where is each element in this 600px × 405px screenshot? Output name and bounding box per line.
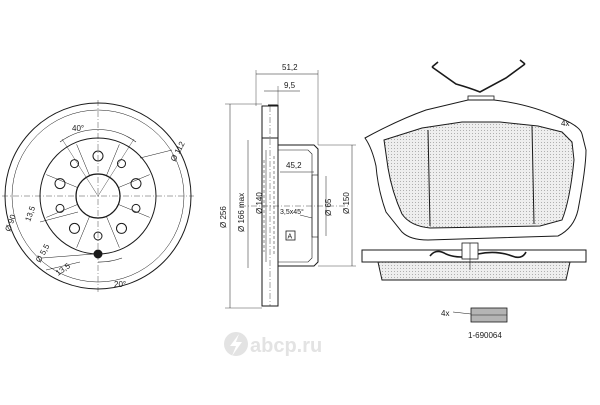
chamfer-label: 3,5x45° bbox=[280, 208, 304, 216]
width-total-label: 51,2 bbox=[282, 63, 298, 72]
bolt-hole bbox=[70, 159, 79, 169]
accessory bbox=[452, 307, 508, 323]
offset-label: 9,5 bbox=[284, 81, 296, 90]
bolt-hole bbox=[131, 203, 141, 213]
accessory-part-label: 1-690064 bbox=[468, 331, 502, 340]
bolt-hole bbox=[92, 150, 104, 162]
small-hole-leader bbox=[41, 253, 95, 259]
bolt-hole bbox=[93, 231, 103, 241]
radial-line bbox=[46, 174, 78, 188]
pad-quantity-label: 4x bbox=[561, 119, 569, 128]
diameter-max-label: Ø 166 max bbox=[237, 193, 246, 232]
diameter-outer-label: Ø 256 bbox=[219, 206, 228, 228]
bolt-hole bbox=[130, 178, 142, 190]
radial-line bbox=[118, 174, 150, 188]
friction-material bbox=[383, 121, 575, 229]
angle-bottom-label: 20° bbox=[114, 280, 126, 289]
angle-leg-left bbox=[61, 138, 99, 197]
radial-line bbox=[106, 216, 120, 248]
diameter-65-label: Ø 65 bbox=[324, 198, 333, 216]
bolt-hole bbox=[69, 222, 80, 234]
watermark-text: abcp.ru bbox=[250, 335, 322, 357]
small-hole bbox=[93, 249, 103, 259]
radial-line bbox=[106, 144, 120, 176]
radial-line bbox=[76, 144, 90, 176]
bore-leader bbox=[39, 211, 79, 223]
spring-clip-end-right bbox=[519, 59, 526, 65]
spring-clip bbox=[431, 63, 526, 93]
watermark: abcp.ru bbox=[224, 332, 322, 357]
bolt-hole bbox=[116, 222, 127, 234]
disc-side-labels: 51,2 9,5 Ø 256 Ø 166 max Ø 140 45,2 Ø 15… bbox=[219, 63, 351, 241]
bolt-hole bbox=[117, 159, 126, 169]
angle-arc-bottom bbox=[97, 257, 123, 263]
datum-box bbox=[285, 230, 296, 241]
radial-line bbox=[76, 216, 90, 248]
chamfer-leader bbox=[299, 214, 313, 219]
hat-depth-label: 45,2 bbox=[286, 161, 302, 170]
accessory-qty-label: 4x bbox=[441, 309, 449, 318]
accessory-leader bbox=[452, 311, 472, 315]
bore-label: Ø 90 bbox=[3, 213, 18, 233]
brake-pad bbox=[361, 59, 587, 281]
angle-top-label: 40° bbox=[72, 124, 84, 133]
pcd-leader bbox=[139, 149, 173, 159]
radial-line bbox=[118, 204, 150, 218]
spring-clip-end-left bbox=[431, 61, 439, 68]
lower-leader bbox=[45, 261, 81, 271]
disc-side-view bbox=[225, 70, 356, 309]
pad-profile-friction bbox=[377, 261, 571, 281]
disc-front-view bbox=[2, 100, 194, 292]
angle-arc-top bbox=[59, 129, 137, 143]
bolt-hole bbox=[55, 203, 65, 213]
bolt-hole bbox=[54, 178, 66, 190]
pad-slot-left bbox=[427, 129, 431, 227]
lower-dim-label: 13,5 bbox=[54, 261, 72, 278]
hub-dim-label: 13,5 bbox=[23, 204, 37, 222]
disc-front-labels: 40° Ø 112 Ø 90 13,5 Ø 5,5 13,5 20° bbox=[3, 124, 187, 289]
bolt-holes bbox=[54, 150, 142, 241]
radial-line bbox=[46, 204, 78, 218]
lightning-bolt-icon bbox=[224, 332, 248, 356]
small-hole-label: Ø 5,5 bbox=[34, 242, 52, 264]
angle-leg-right bbox=[97, 138, 135, 197]
pad-slot-right bbox=[531, 125, 535, 225]
datum-label: A bbox=[288, 234, 293, 241]
diameter-150-label: Ø 150 bbox=[342, 192, 351, 214]
diameter-hub-label: Ø 140 bbox=[255, 192, 264, 214]
radial-lines bbox=[46, 144, 150, 248]
